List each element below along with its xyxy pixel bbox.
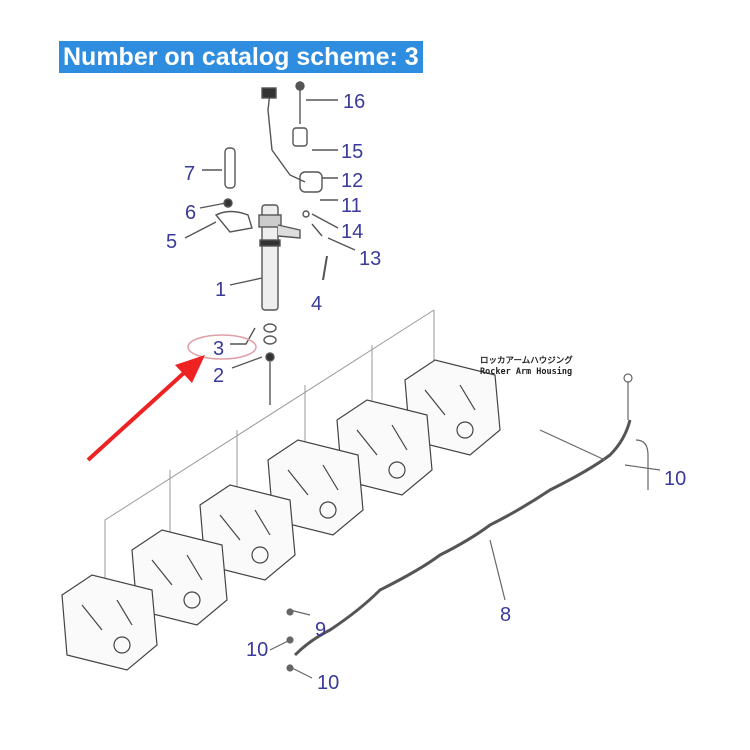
note-en: Rocker Arm Housing bbox=[480, 367, 573, 377]
part-label-14: 14 bbox=[341, 221, 364, 243]
part-label-10c: 10 bbox=[317, 672, 340, 694]
part-label-12: 12 bbox=[341, 170, 364, 192]
part-label-9: 9 bbox=[315, 619, 327, 641]
highlight-circle bbox=[187, 334, 257, 360]
part-label-1: 1 bbox=[215, 279, 227, 301]
part-label-8: 8 bbox=[500, 604, 512, 626]
part-label-3: 3 bbox=[213, 338, 225, 360]
rocker-arm-housing-note: ロッカアームハウジング Rocker Arm Housing bbox=[480, 356, 573, 378]
part-label-13: 13 bbox=[359, 248, 382, 270]
part-label-10b: 10 bbox=[246, 639, 269, 661]
part-label-11: 11 bbox=[341, 195, 362, 217]
part-label-5: 5 bbox=[166, 231, 178, 253]
part-label-10a: 10 bbox=[664, 468, 687, 490]
part-label-2: 2 bbox=[213, 365, 225, 387]
red-arrow-icon bbox=[86, 355, 205, 462]
catalog-scheme-banner: Number on catalog scheme: 3 bbox=[59, 41, 423, 73]
part-label-7: 7 bbox=[184, 163, 196, 185]
rocker-arm-housings bbox=[61, 359, 501, 671]
part-label-4: 4 bbox=[311, 293, 323, 315]
part-label-6: 6 bbox=[185, 202, 197, 224]
note-jp: ロッカアームハウジング bbox=[480, 356, 573, 366]
part-label-15: 15 bbox=[341, 141, 364, 163]
part-label-16: 16 bbox=[343, 91, 366, 113]
injector-assembly bbox=[184, 81, 356, 405]
